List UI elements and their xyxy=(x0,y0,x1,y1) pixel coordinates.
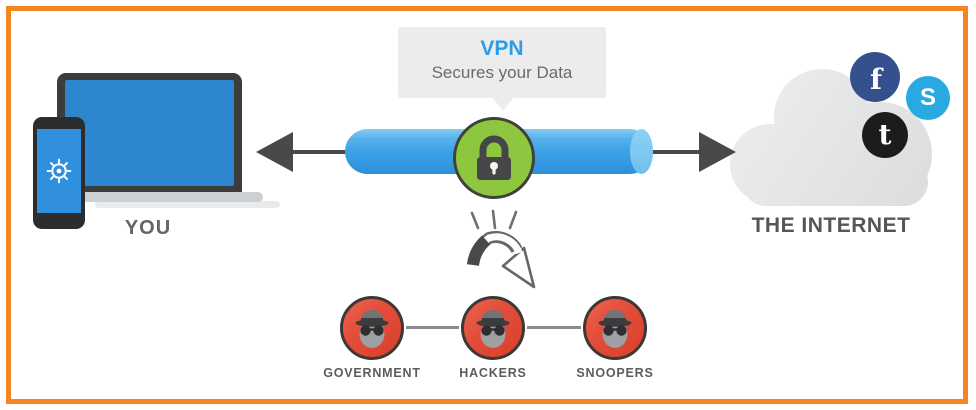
laptop-base xyxy=(45,192,263,202)
threat-label-government: GOVERNMENT xyxy=(323,366,421,380)
spy-glyph xyxy=(598,310,632,348)
padlock-glyph xyxy=(477,135,511,180)
spy-icon-snoopers xyxy=(583,296,647,360)
vpn-tooltip-title: VPN xyxy=(480,37,524,60)
laptop-display xyxy=(65,80,234,186)
arrow-right-icon xyxy=(699,132,736,172)
deflect-arrow-icon xyxy=(467,209,536,289)
spy-icon-government xyxy=(340,296,404,360)
vpn-tooltip-subtitle: Secures your Data xyxy=(431,63,573,82)
lock-icon xyxy=(453,117,535,199)
phone-icon xyxy=(33,117,85,229)
you-label: YOU xyxy=(124,217,172,239)
laptop-shadow xyxy=(95,201,280,208)
arrow-left-line xyxy=(290,150,347,154)
arrow-right-line xyxy=(650,150,702,154)
spy-glyph xyxy=(355,310,389,348)
vpn-tooltip: VPN Secures your Data xyxy=(398,27,606,98)
threat-connector xyxy=(527,326,581,329)
threat-connector xyxy=(406,326,459,329)
vpn-tunnel-cap xyxy=(630,129,653,174)
twitter-icon: t xyxy=(862,112,908,158)
arrow-left-icon xyxy=(256,132,293,172)
vpn-tooltip-pointer xyxy=(492,97,514,111)
twitter-glyph: t xyxy=(878,117,892,151)
threat-label-snoopers: SNOOPERS xyxy=(576,366,654,380)
spy-glyph xyxy=(476,310,510,348)
skype-icon: S xyxy=(906,76,950,120)
facebook-icon: f xyxy=(850,52,900,102)
vpn-app-gear-icon xyxy=(46,158,72,184)
spy-icon-hackers xyxy=(461,296,525,360)
skype-glyph: S xyxy=(919,84,936,111)
laptop-icon xyxy=(57,73,242,193)
phone-screen xyxy=(37,129,81,213)
threat-label-hackers: HACKERS xyxy=(459,366,527,380)
internet-label: THE INTERNET xyxy=(751,214,911,237)
facebook-glyph: f xyxy=(869,62,883,96)
